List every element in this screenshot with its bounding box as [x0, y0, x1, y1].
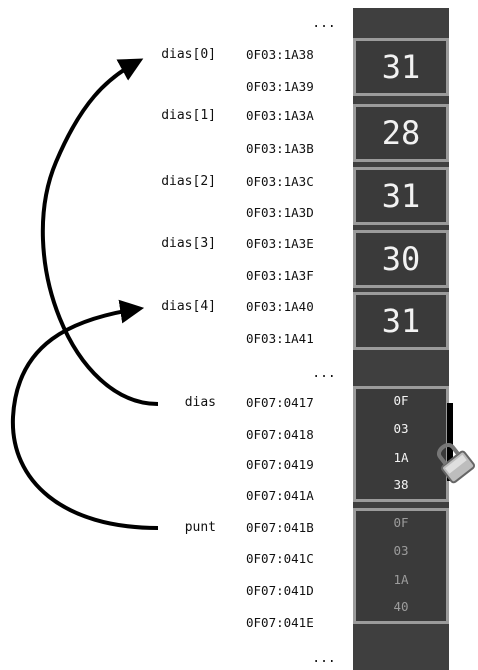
- punt-pointer-byte-1: 03: [353, 537, 449, 566]
- punt-pointer-byte-3: 40: [353, 595, 449, 624]
- array-value-cell-4: 31: [353, 292, 449, 350]
- address-pointer-4: 0F07:041B: [246, 520, 314, 535]
- label-dias-pointer: dias: [184, 395, 216, 410]
- punt-pointer-byte-0: 0F: [353, 508, 449, 537]
- dias-to-dias0-arrow: [40, 58, 159, 406]
- address-array-4: 0F03:1A3C: [246, 174, 314, 189]
- memory-ellipsis-middle: ...: [312, 366, 336, 381]
- address-pointer-1: 0F07:0418: [246, 427, 314, 442]
- dias-pointer-byte-3: 38: [353, 473, 449, 502]
- address-array-1: 0F03:1A39: [246, 79, 314, 94]
- label-punt-pointer: punt: [184, 520, 216, 535]
- memory-ellipsis-top: ...: [312, 16, 336, 31]
- label-dias-4: dias[4]: [161, 299, 216, 314]
- array-value-cell-0: 31: [353, 38, 449, 96]
- label-dias-1: dias[1]: [161, 108, 216, 123]
- address-array-2: 0F03:1A3A: [246, 108, 314, 123]
- address-pointer-3: 0F07:041A: [246, 488, 314, 503]
- dias-pointer-byte-2: 1A: [353, 444, 449, 473]
- dias-pointer-byte-0: 0F: [353, 386, 449, 415]
- label-dias-0: dias[0]: [161, 47, 216, 62]
- address-array-0: 0F03:1A38: [246, 47, 314, 62]
- dias-pointer-byte-1: 03: [353, 415, 449, 444]
- address-array-8: 0F03:1A40: [246, 299, 314, 314]
- array-value-cell-2: 31: [353, 167, 449, 225]
- address-pointer-7: 0F07:041E: [246, 615, 314, 630]
- label-dias-3: dias[3]: [161, 236, 216, 251]
- address-pointer-0: 0F07:0417: [246, 395, 314, 410]
- address-array-7: 0F03:1A3F: [246, 268, 314, 283]
- address-array-5: 0F03:1A3D: [246, 205, 314, 220]
- label-dias-2: dias[2]: [161, 174, 216, 189]
- array-value-cell-3: 30: [353, 230, 449, 288]
- address-pointer-6: 0F07:041D: [246, 583, 314, 598]
- address-array-6: 0F03:1A3E: [246, 236, 314, 251]
- array-value-cell-1: 28: [353, 104, 449, 162]
- address-pointer-2: 0F07:0419: [246, 457, 314, 472]
- address-array-9: 0F03:1A41: [246, 331, 314, 346]
- address-array-3: 0F03:1A3B: [246, 141, 314, 156]
- punt-to-dias4-arrow: [10, 299, 159, 530]
- punt-pointer-byte-2: 1A: [353, 566, 449, 595]
- address-pointer-5: 0F07:041C: [246, 551, 314, 566]
- memory-ellipsis-bottom: ...: [312, 651, 336, 666]
